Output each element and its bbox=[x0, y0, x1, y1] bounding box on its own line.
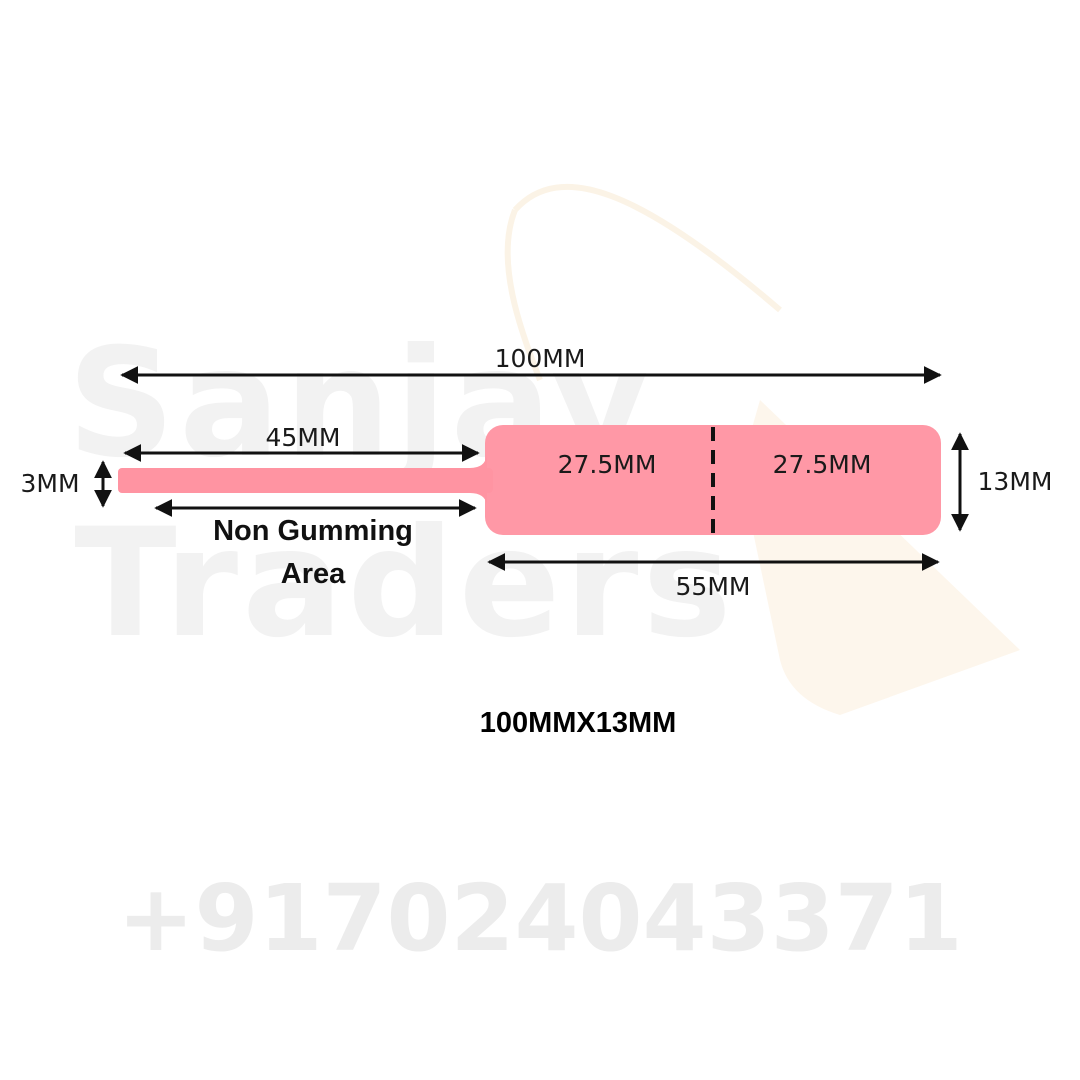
strip-neck bbox=[470, 455, 487, 505]
non-gumming-label-line2: Area bbox=[281, 558, 346, 590]
watermark-phone: +917024043371 bbox=[117, 865, 962, 972]
segment-right-label: 27.5MM bbox=[773, 450, 872, 479]
total-length-label: 100MM bbox=[495, 344, 586, 373]
non-gumming-label-line1: Non Gumming bbox=[213, 515, 413, 547]
label-height-label: 13MM bbox=[978, 467, 1053, 496]
size-title: 100MMX13MM bbox=[480, 707, 677, 739]
non-gumming-length-label: 45MM bbox=[266, 423, 341, 452]
gumming-length-label: 55MM bbox=[676, 572, 751, 601]
strip-height-label: 3MM bbox=[20, 469, 79, 498]
segment-left-label: 27.5MM bbox=[558, 450, 657, 479]
non-gumming-strip bbox=[118, 468, 493, 493]
